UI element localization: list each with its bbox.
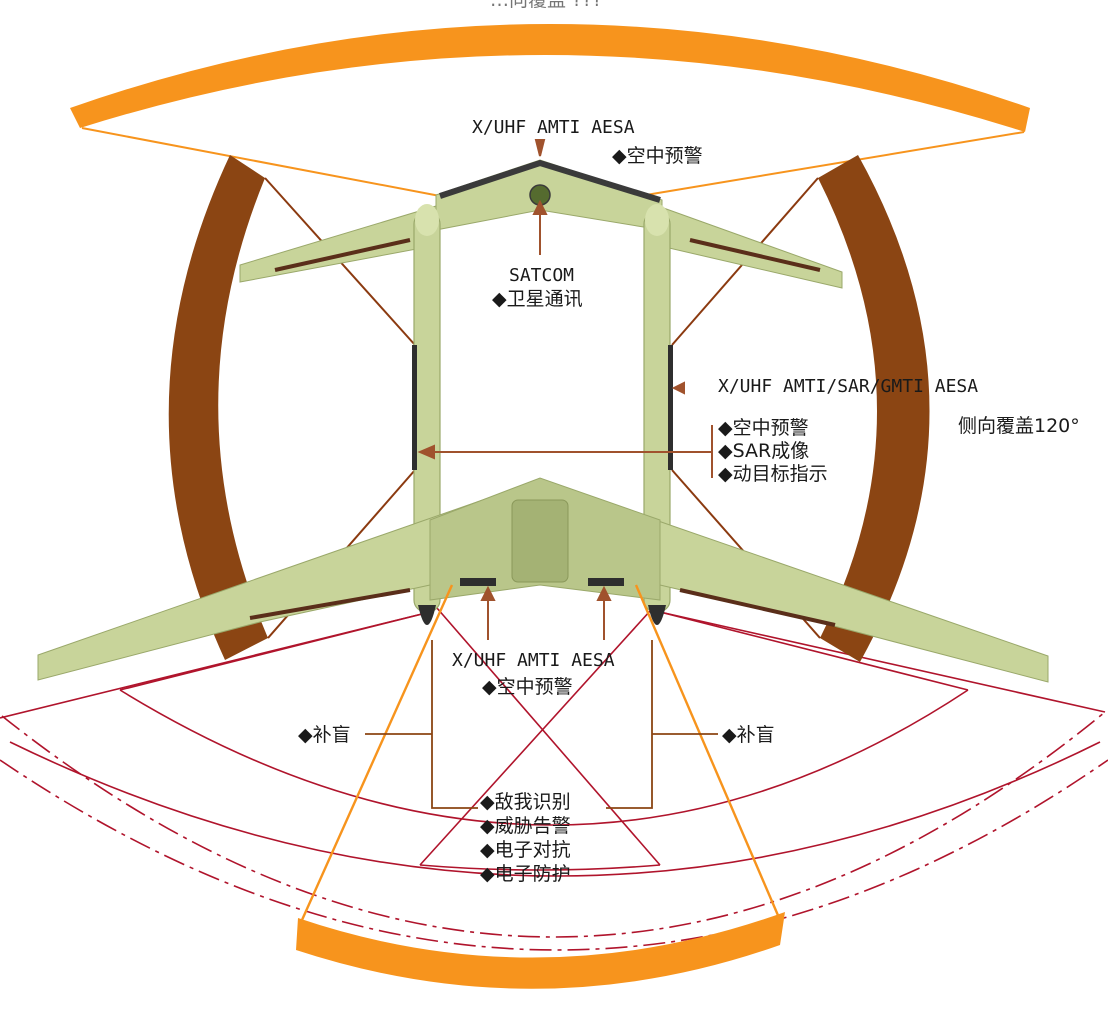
pointer-arrows <box>417 139 713 640</box>
right-side-coverage-arc <box>818 155 930 662</box>
left-side-coverage-arc <box>168 155 268 660</box>
rear-sector-outer-dash-2 <box>0 759 1108 951</box>
satcom-func: ◆卫星通讯 <box>492 288 583 310</box>
side-radar-func-1: ◆空中预警 <box>718 417 809 439</box>
side-radar-name: X/UHF AMTI/SAR/GMTI AESA <box>718 376 978 397</box>
rear-coverage-arc <box>296 912 785 989</box>
rear-sector-middle <box>9 741 1101 877</box>
front-coverage-arc <box>70 24 1030 132</box>
esm-func-2: ◆威胁告警 <box>480 815 571 837</box>
top-cut-title: …向覆盖 ??? <box>490 0 602 11</box>
rear-sector-outer-dash <box>1 711 1106 938</box>
nose-radar-name: X/UHF AMTI AESA <box>472 117 635 138</box>
esm-func-4: ◆电子防护 <box>480 863 571 885</box>
blind-right-label: ◆补盲 <box>722 724 775 746</box>
esm-triangle-base <box>419 864 661 871</box>
side-coverage-label: 侧向覆盖120° <box>958 415 1080 437</box>
front-wing-right <box>655 205 843 289</box>
esm-func-1: ◆敌我识别 <box>480 791 571 813</box>
rear-coverage-sectors <box>0 599 1108 951</box>
rear-beam-lines <box>300 584 782 921</box>
front-beam-lines <box>81 127 1025 197</box>
nose-radar-func: ◆空中预警 <box>612 145 703 167</box>
front-wing-left <box>239 205 439 283</box>
rear-sector-inner <box>119 689 969 826</box>
tail-radar-name: X/UHF AMTI AESA <box>452 650 615 671</box>
satcom-name: SATCOM <box>509 265 574 286</box>
esm-func-3: ◆电子对抗 <box>480 839 571 861</box>
tail-radar-func: ◆空中预警 <box>482 676 573 698</box>
blind-left-label: ◆补盲 <box>298 724 351 746</box>
esm-brackets <box>365 640 718 809</box>
engine-nacelle <box>511 499 569 583</box>
airframe <box>37 159 1049 683</box>
side-radar-func-3: ◆动目标指示 <box>718 463 828 485</box>
side-radar-func-2: ◆SAR成像 <box>718 440 809 462</box>
